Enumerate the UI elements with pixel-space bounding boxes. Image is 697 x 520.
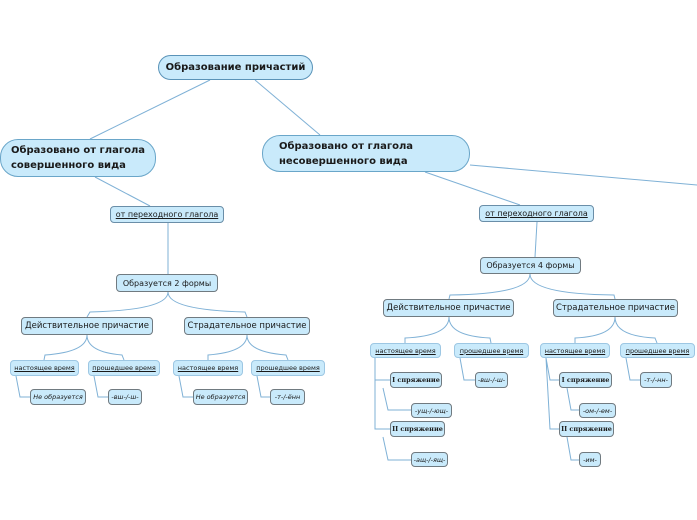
node-imperf-passive-present[interactable]: настоящее время: [540, 343, 610, 358]
node-imperf-transitive[interactable]: от переходного глагола: [479, 205, 594, 222]
node-leaf[interactable]: -т-/-нн-: [640, 372, 672, 388]
node-imperfective[interactable]: Образовано от глагола несовершенного вид…: [262, 135, 470, 172]
node-perf-passive-present[interactable]: настоящее время: [173, 360, 243, 376]
node-leaf[interactable]: -ущ-/-ющ-: [411, 403, 452, 418]
node-conj2[interactable]: II спряжение: [390, 421, 445, 437]
node-conj1[interactable]: I спряжение: [559, 372, 612, 388]
node-leaf[interactable]: Не образуется: [30, 389, 86, 405]
node-perf-passive[interactable]: Страдательное причастие: [184, 317, 310, 335]
node-imperf-active[interactable]: Действительное причастие: [383, 299, 514, 317]
node-leaf[interactable]: -т-/-ённ: [270, 389, 305, 405]
node-leaf[interactable]: -ащ-/-ящ-: [411, 452, 448, 467]
node-perf-forms[interactable]: Образуется 2 формы: [116, 274, 218, 292]
node-perf-transitive[interactable]: от переходного глагола: [110, 206, 224, 223]
node-conj2[interactable]: II спряжение: [559, 421, 614, 437]
node-imperf-active-present[interactable]: настоящее время: [370, 343, 441, 358]
node-imperf-passive[interactable]: Страдательное причастие: [553, 299, 678, 317]
node-conj1[interactable]: I спряжение: [390, 372, 442, 388]
node-imperf-active-past[interactable]: прошедшее время: [454, 343, 529, 358]
node-perf-passive-past[interactable]: прошедшее время: [251, 360, 325, 376]
node-perf-active[interactable]: Действительное причастие: [21, 317, 153, 335]
node-leaf[interactable]: -ом-/-ем-: [579, 403, 616, 418]
node-imperf-passive-past[interactable]: прошедшее время: [620, 343, 695, 358]
node-perf-active-present[interactable]: настоящее время: [10, 360, 79, 376]
node-perfective[interactable]: Образовано от глагола совершенного вида: [0, 139, 156, 177]
node-leaf[interactable]: -вш-/-ш-: [108, 389, 142, 405]
node-perf-active-past[interactable]: прошедшее время: [88, 360, 160, 376]
node-leaf[interactable]: Не образуется: [193, 389, 248, 405]
node-leaf[interactable]: -им-: [579, 452, 601, 467]
root-node[interactable]: Образование причастий: [158, 55, 313, 80]
node-leaf[interactable]: -вш-/-ш-: [475, 372, 508, 388]
node-imperf-forms[interactable]: Образуется 4 формы: [480, 257, 581, 274]
